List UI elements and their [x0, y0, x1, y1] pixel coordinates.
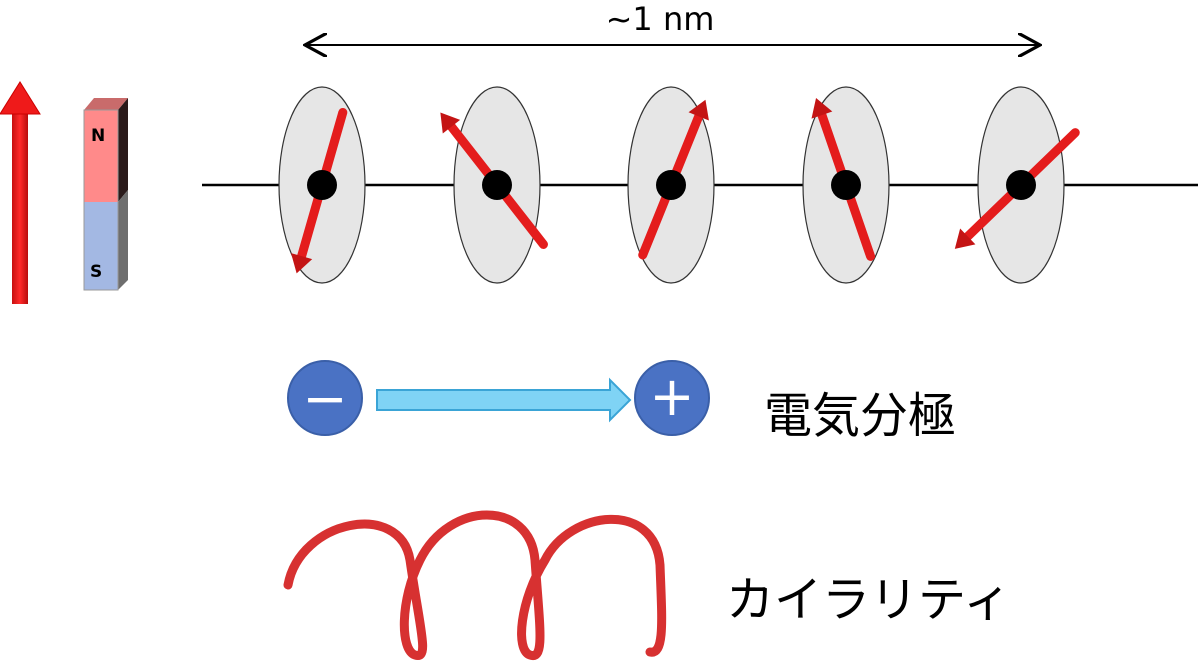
spin-arrow-head — [440, 112, 461, 134]
spin-arrow-head — [688, 99, 709, 121]
spin-atom — [831, 170, 861, 200]
spin-arrow-head — [811, 98, 833, 119]
spin-chain — [278, 86, 1080, 284]
chirality-label: カイラリティ — [726, 572, 1012, 628]
spin-site — [627, 86, 715, 284]
polarization-group — [287, 360, 710, 436]
positive-charge-circle — [634, 360, 710, 436]
spin-arrow-head — [954, 228, 976, 249]
spin-atom — [656, 170, 686, 200]
magnetic-field-arrow — [0, 81, 41, 304]
chirality-helix — [283, 510, 667, 660]
negative-charge-circle — [287, 360, 363, 436]
spin-arrow-head — [291, 253, 313, 274]
polarization-label: 電気分極 — [764, 388, 957, 444]
scale-label: ~1 nm — [605, 0, 715, 38]
magnet-north-label: N — [91, 126, 106, 146]
spin-site — [278, 86, 366, 284]
plus-sign: + — [649, 365, 695, 428]
magnet-south-label: S — [90, 262, 103, 282]
spin-atom — [1006, 170, 1036, 200]
spin-atom — [307, 170, 337, 200]
spin-site — [802, 86, 890, 284]
minus-sign: − — [302, 367, 348, 430]
spin-site — [954, 86, 1080, 284]
spin-site — [440, 86, 548, 284]
spin-atom — [482, 170, 512, 200]
bar-magnet — [83, 98, 128, 291]
polarization-arrow — [376, 377, 632, 423]
